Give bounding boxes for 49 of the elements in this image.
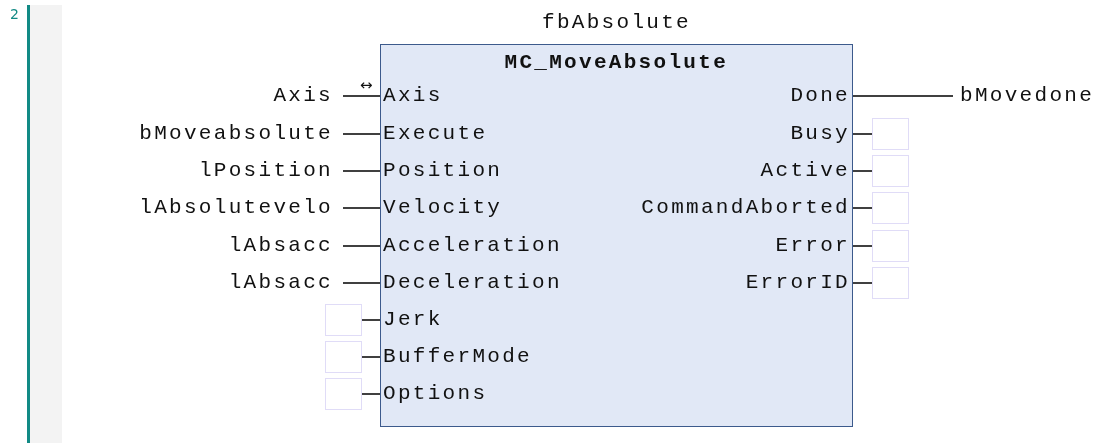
empty-variable-field [872, 118, 909, 150]
connection-line [852, 133, 873, 135]
block-type-name: MC_MoveAbsolute [504, 50, 729, 76]
input-pin-name: Execute [383, 121, 488, 147]
empty-variable-field [872, 230, 909, 262]
connection-line [852, 95, 954, 97]
connection-line [361, 356, 381, 358]
connection-line [342, 207, 381, 209]
connection-line [342, 133, 381, 135]
input-pin-name: Position [383, 158, 503, 184]
empty-variable-field [872, 267, 909, 299]
input-pin-name: Jerk [383, 307, 443, 333]
variable-name: lAbsacc [228, 233, 333, 259]
output-pin-name: Active [760, 158, 850, 184]
output-pin-name: CommandAborted [641, 195, 850, 221]
variable-name: bMoveabsolute [139, 121, 333, 147]
empty-variable-field [872, 155, 909, 187]
connection-line [361, 319, 381, 321]
output-pin-name: Error [775, 233, 850, 259]
empty-variable-field [325, 378, 362, 410]
variable-name: lAbsacc [228, 270, 333, 296]
connection-line [852, 245, 873, 247]
line-number: 2 [10, 6, 19, 22]
input-pin-name: BufferMode [383, 344, 533, 370]
empty-variable-field [872, 192, 909, 224]
connection-line [852, 170, 873, 172]
empty-variable-field [325, 341, 362, 373]
connection-line [852, 282, 873, 284]
connection-line [342, 95, 381, 97]
variable-name: bMovedone [960, 83, 1095, 109]
input-pin-name: Options [383, 381, 488, 407]
connection-line [342, 282, 381, 284]
connection-line [852, 207, 873, 209]
input-pin-name: Axis [383, 83, 443, 109]
output-pin-name: Busy [790, 121, 850, 147]
connection-line [361, 393, 381, 395]
in-out-pin-marker: ↔ [360, 76, 373, 94]
connection-line [342, 170, 381, 172]
input-pin-name: Velocity [383, 195, 503, 221]
connection-line [342, 245, 381, 247]
output-pin-name: Done [790, 83, 850, 109]
output-pin-name: ErrorID [745, 270, 850, 296]
variable-name: lPosition [198, 158, 333, 184]
variable-name: lAbsolutevelo [139, 195, 333, 221]
input-pin-name: Deceleration [383, 270, 562, 296]
empty-variable-field [325, 304, 362, 336]
instance-name: fbAbsolute [542, 10, 692, 36]
input-pin-name: Acceleration [383, 233, 562, 259]
variable-name: Axis [273, 83, 333, 109]
